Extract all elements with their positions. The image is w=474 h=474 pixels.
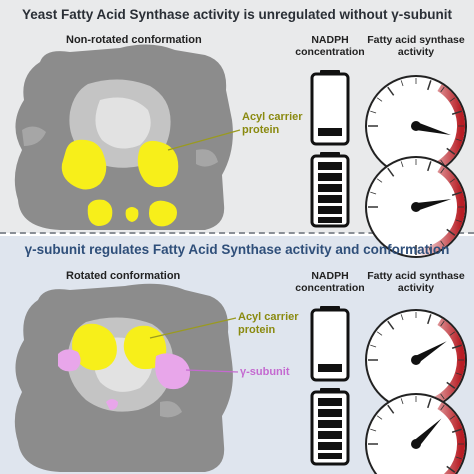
bottom-activity-header-line2: activity (397, 282, 435, 294)
gauge-tick (376, 178, 383, 183)
gauge-tick (446, 147, 456, 155)
fas-structure-bottom (14, 283, 233, 472)
bottom-acp-label-line2: protein (238, 324, 276, 336)
gauge-hub (411, 202, 421, 212)
gauge-tick (451, 110, 462, 115)
bottom-nadph-header-line1: NADPH (311, 270, 349, 282)
fas-structure-top (14, 44, 233, 230)
activity-gauge-bottom-2 (365, 393, 467, 474)
gauge-needle (415, 122, 451, 135)
gauge-tick (440, 404, 445, 411)
gauge-tick (451, 191, 462, 196)
top-structure-label: Non-rotated conformation (66, 34, 202, 46)
gauge-needle (413, 341, 447, 364)
gauge-tick (446, 228, 456, 236)
gamma-pointer (185, 369, 239, 373)
gauge-tick (446, 381, 456, 389)
acp-blobs-top (61, 139, 179, 227)
gauge-tick (455, 219, 462, 223)
gauge-tick (376, 97, 383, 102)
battery-low-top (310, 70, 350, 146)
battery-low-bottom (310, 306, 350, 382)
gauge-face (365, 393, 467, 474)
top-nadph-header-line1: NADPH (311, 34, 349, 46)
gauge-tick (400, 314, 404, 321)
gauge-tick (451, 428, 462, 433)
gauge-tick (376, 331, 383, 336)
gauge-tick (387, 320, 395, 330)
top-nadph-header: NADPH concentration (282, 34, 378, 58)
gauge-hub (411, 439, 421, 449)
gauge-tick (387, 86, 395, 96)
top-title: Yeast Fatty Acid Synthase activity is un… (21, 7, 453, 22)
gauge-tick (376, 415, 383, 420)
gauge-tick (455, 138, 462, 142)
gauge-hub (411, 355, 421, 365)
gauge-tick (387, 167, 395, 177)
acp-pointer-bottom (149, 317, 237, 339)
bottom-acp-label: Acyl carrier protein (238, 311, 299, 337)
battery-high-bottom (310, 388, 350, 466)
bottom-nadph-header: NADPH concentration (282, 270, 378, 294)
top-activity-header-line1: Fatty acid synthase (367, 34, 465, 46)
gauge-needle (413, 418, 442, 447)
bottom-nadph-header-line2: concentration (295, 282, 365, 294)
bottom-activity-header: Fatty acid synthase activity (360, 270, 472, 294)
battery-high-top (310, 152, 350, 228)
gauge-tick (446, 465, 456, 473)
gauge-tick (449, 178, 456, 183)
activity-gauge-bottom-1 (365, 309, 467, 411)
activity-gauge-top-1 (365, 75, 467, 177)
gauge-tick (400, 80, 404, 87)
top-nadph-header-line2: concentration (295, 46, 365, 58)
bottom-acp-label-line1: Acyl carrier (238, 311, 299, 323)
bottom-title: γ-subunit regulates Fatty Acid Synthase … (24, 242, 450, 257)
gamma-subunit-blobs (58, 349, 190, 410)
gauge-tick (455, 372, 462, 376)
gauge-hub (411, 121, 421, 131)
gauge-tick (440, 159, 445, 166)
gauge-tick (440, 320, 445, 327)
gauge-red-band (415, 165, 465, 256)
gauge-tick (427, 398, 432, 409)
gauge-tick (440, 86, 445, 93)
activity-gauge-top-2 (365, 156, 467, 258)
gamma-subunit-label: γ-subunit (240, 366, 290, 378)
gauge-tick (440, 240, 445, 247)
gauge-tick (451, 344, 462, 349)
gauge-tick (440, 167, 445, 174)
gauge-tick (370, 110, 377, 114)
gauge-tick (400, 398, 404, 405)
gauge-red-band (437, 402, 465, 474)
gauge-tick (370, 428, 377, 432)
top-activity-header: Fatty acid synthase activity (360, 34, 472, 58)
bottom-structure-label: Rotated conformation (66, 270, 181, 282)
gauge-tick (428, 246, 432, 253)
gauge-tick (440, 393, 445, 400)
panel-divider (0, 232, 474, 234)
gauge-tick (400, 161, 404, 168)
gauge-tick (427, 314, 432, 325)
gauge-tick (427, 161, 432, 172)
gauge-needle (415, 199, 452, 211)
acp-pointer-top (167, 129, 241, 151)
gauge-tick (387, 404, 395, 414)
gauge-tick (449, 97, 456, 102)
top-acp-label-line1: Acyl carrier (242, 111, 303, 123)
top-acp-label: Acyl carrier protein (242, 111, 303, 137)
gauge-tick (370, 344, 377, 348)
bottom-activity-header-line1: Fatty acid synthase (367, 270, 465, 282)
gauge-tick (449, 415, 456, 420)
top-activity-header-line2: activity (397, 46, 435, 58)
gauge-tick (370, 191, 377, 195)
gauge-tick (427, 80, 432, 91)
top-acp-label-line2: protein (242, 124, 280, 136)
gauge-tick (449, 331, 456, 336)
gauge-tick (455, 456, 462, 460)
